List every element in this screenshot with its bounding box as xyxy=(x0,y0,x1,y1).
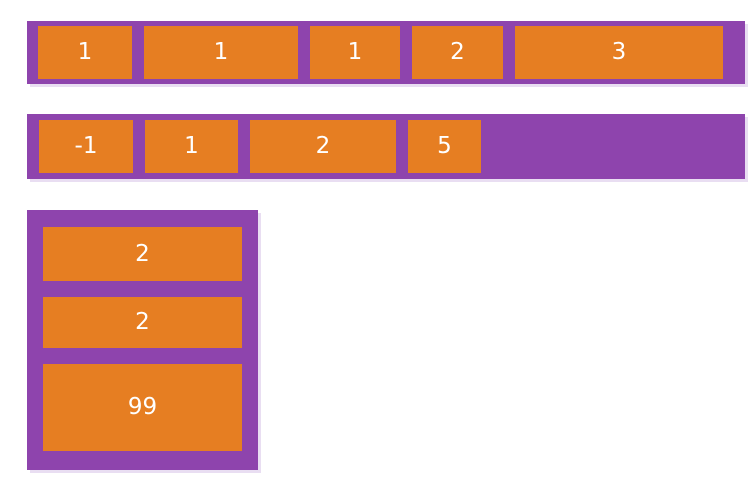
flex-item: 1 xyxy=(144,26,298,79)
flex-item: 1 xyxy=(145,120,238,173)
flex-item: 5 xyxy=(408,120,481,173)
flex-item: 2 xyxy=(43,227,242,281)
flex-item: -1 xyxy=(39,120,133,173)
flex-container-column: 2 2 99 xyxy=(27,210,258,470)
flex-item: 3 xyxy=(515,26,723,79)
flex-item: 2 xyxy=(250,120,396,173)
flex-item: 99 xyxy=(43,364,242,451)
flex-container-row-1: 1 1 1 2 3 xyxy=(27,21,745,84)
flex-container-row-2: -1 1 2 5 xyxy=(27,114,745,179)
flex-item: 1 xyxy=(310,26,400,79)
flex-item: 1 xyxy=(38,26,132,79)
flex-item: 2 xyxy=(43,297,242,348)
flex-item: 2 xyxy=(412,26,503,79)
